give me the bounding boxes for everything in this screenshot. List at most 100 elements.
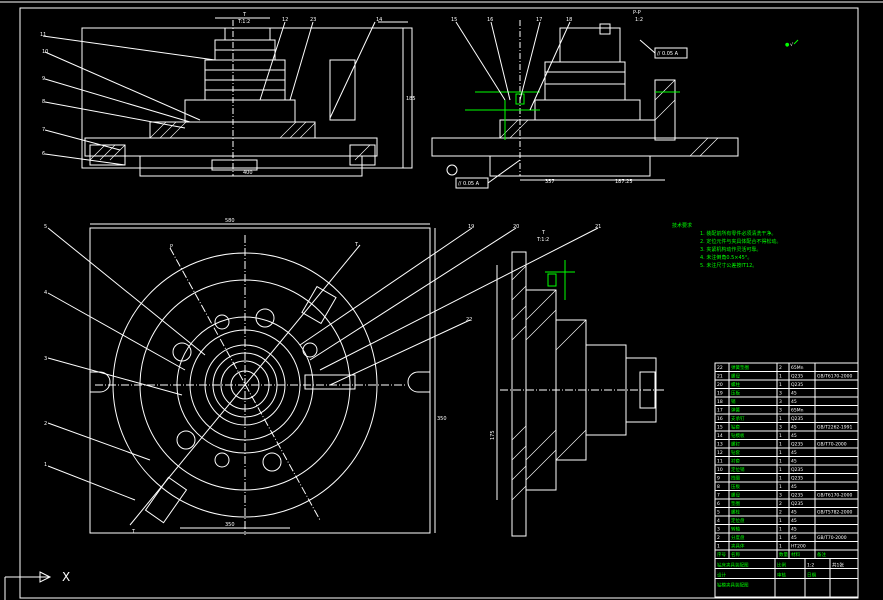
bom-row-qty: 1: [779, 467, 782, 473]
tech-req-5: 5. 未注尺寸公差按IT12。: [700, 262, 757, 269]
bottom-boss: [211, 159, 258, 171]
dim-sec-width2: 187.25: [615, 179, 633, 185]
section-t-label: T: [242, 12, 247, 18]
dim-plan-bottom: 350: [225, 522, 235, 528]
bom-row-name: 钻套: [731, 449, 740, 456]
balloon-12: 12: [282, 17, 288, 23]
bom-row-mat: 45: [791, 535, 797, 541]
bom-row-qty: 1: [779, 459, 782, 465]
bom-row-mat: 45: [791, 425, 797, 431]
roughness-mark: √: [790, 42, 794, 48]
bom-row-name: 螺栓: [731, 509, 740, 516]
balloon-group-right-top: 15 16 17 18: [451, 17, 572, 111]
bom-row-qty: 3: [779, 425, 782, 431]
title-scale-label: 比例: [777, 562, 786, 569]
balloon-group-top: 11 12 23 14: [40, 17, 408, 119]
side-hatching: [511, 265, 587, 501]
balloon-1: 1: [44, 462, 47, 468]
bom-row-mat: Q235: [791, 382, 803, 388]
balloon-16: 16: [487, 17, 493, 23]
bom-row-qty: 3: [779, 391, 782, 397]
base-right-block: [349, 144, 376, 166]
bom-row-mat: 45: [791, 527, 797, 533]
bom-row-name: 转轴: [731, 526, 740, 533]
side-t-ratio: T:1:2: [536, 237, 549, 243]
bom-row-qty: 2: [779, 365, 782, 371]
bolt-hole-4: [255, 308, 275, 328]
bom-row-qty: 1: [779, 544, 782, 550]
bom-row-no: 4: [717, 518, 720, 524]
bom-row-qty: 1: [779, 442, 782, 448]
title-designer: 设计: [717, 572, 726, 579]
bom-row-mat: Q235: [791, 493, 803, 499]
bom-row-name: 定位盘: [731, 517, 745, 524]
dim-sec-width: 357: [545, 179, 555, 185]
side-t-label: T: [541, 230, 546, 236]
bom-row-name: 钻套: [731, 424, 740, 431]
clamp-arm-right: [304, 374, 356, 390]
bolt-hole-6: [214, 314, 230, 330]
bom-row-no: 21: [717, 374, 723, 380]
bom-row-no: 9: [717, 476, 720, 482]
bom-row-qty: 3: [779, 399, 782, 405]
bolt-hole-5: [302, 342, 318, 358]
bom-row-name: 支承钉: [731, 415, 745, 422]
balloon-8: 8: [42, 99, 45, 105]
balloon-5: 5: [44, 224, 47, 230]
bom-row-no: 5: [717, 510, 720, 516]
left-slot: [90, 371, 111, 393]
bom-row-std: GB/T70-2000: [817, 535, 847, 541]
bom-row-name: 螺柱: [731, 381, 740, 388]
balloon-2: 2: [44, 421, 47, 427]
bom-header-no: 序号: [717, 551, 726, 558]
plan-t-label-bottom: T: [131, 529, 136, 535]
bom-row-no: 8: [717, 484, 720, 490]
front-elevation-view: T T:1:2 11 12: [40, 12, 416, 177]
bom-row-qty: 1: [779, 374, 782, 380]
balloon-19: 19: [468, 224, 474, 230]
sheet-border: [19, 7, 859, 599]
title-scale: 1:2: [807, 563, 814, 569]
bom-row-no: 2: [717, 535, 720, 541]
bom-row-mat: Q235: [791, 476, 803, 482]
pp-green-features: [465, 91, 680, 140]
balloon-group-left-top: 10 9 8 7 6: [42, 49, 201, 166]
bom-row-name: 衬套: [731, 458, 740, 465]
dim-top-width: 400: [243, 170, 253, 176]
balloon-4: 4: [44, 290, 47, 296]
bom-row-qty: 1: [779, 484, 782, 490]
bom-row-name: 垫圈: [731, 500, 740, 507]
balloon-14: 14: [376, 17, 382, 23]
bom-row-no: 20: [717, 382, 723, 388]
tolerance-frame-2-text: // 0.05 A: [458, 181, 480, 187]
bom-row-mat: Q235: [791, 501, 803, 507]
bom-row-no: 12: [717, 450, 723, 456]
bom-row-name: 分度盘: [731, 534, 745, 541]
balloon-9: 9: [42, 76, 45, 82]
bom-row-name: 夹具体: [731, 543, 745, 550]
tech-req-3: 3. 夹紧机构动作灵活可靠。: [700, 246, 761, 253]
balloon-18: 18: [566, 17, 572, 23]
dim-plan-height: 350: [437, 416, 447, 422]
fixture-cap: [224, 27, 271, 41]
bom-row-mat: 65Mn: [791, 408, 804, 414]
bom-row-name: 螺钉: [731, 441, 740, 448]
bom-row-name: 螺母: [731, 492, 740, 499]
bom-row-name: 螺母: [731, 373, 740, 380]
bom-row-mat: 65Mn: [791, 365, 804, 371]
balloon-15: 15: [451, 17, 457, 23]
title-drawing-name: 钻床夹具装配图: [717, 562, 749, 569]
bom-row-std: GB/T5782-2000: [817, 510, 853, 516]
balloon-group-left-plan: 5 4 3 2 1: [44, 224, 206, 501]
bom-row-qty: 3: [779, 408, 782, 414]
bom-row-no: 17: [717, 408, 723, 414]
bolt-hole-1: [172, 342, 192, 362]
tech-req-title: 技术要求: [672, 222, 692, 229]
bom-row-qty: 3: [779, 493, 782, 499]
side-support: [329, 59, 356, 121]
side-green-features: [545, 260, 575, 300]
bom-row-mat: 45: [791, 459, 797, 465]
bom-row-mat: Q235: [791, 442, 803, 448]
